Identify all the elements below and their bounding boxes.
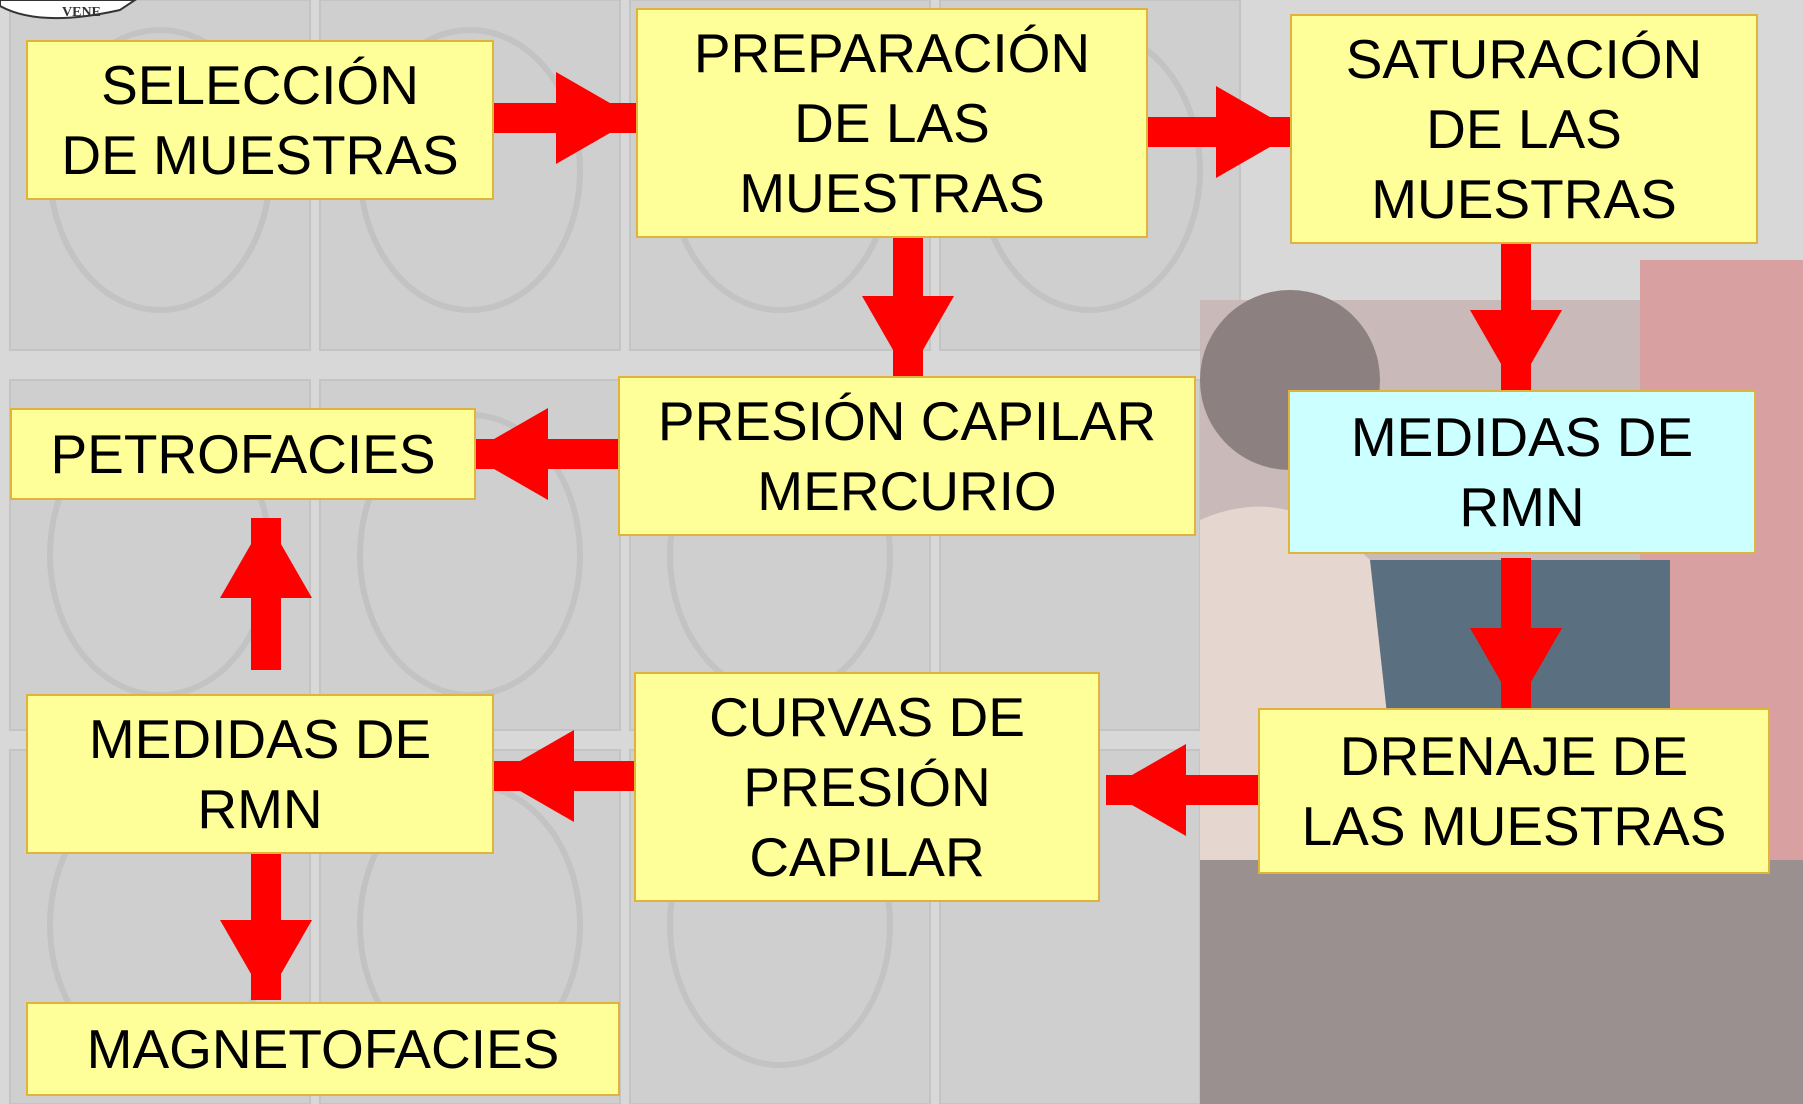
box-line: DE LAS (1426, 98, 1622, 160)
box-line: RMN (1459, 476, 1585, 538)
box-line: MEDIDAS DE (1350, 406, 1694, 468)
box-line: MEDIDAS DE (88, 708, 432, 770)
box-line: SATURACIÓN (1345, 28, 1703, 90)
box-seleccion-de-muestras: SELECCIÓN DE MUESTRAS (26, 40, 494, 200)
box-medidas-de-rmn-2: MEDIDAS DE RMN (26, 694, 494, 854)
box-preparacion-de-las-muestras: PREPARACIÓN DE LAS MUESTRAS (636, 8, 1148, 238)
box-line: PRESIÓN CAPILAR (657, 390, 1157, 452)
box-line: DRENAJE DE (1339, 725, 1689, 787)
box-line: MAGNETOFACIES (86, 1018, 560, 1080)
box-line: PREPARACIÓN (693, 22, 1091, 84)
box-medidas-de-rmn-1: MEDIDAS DE RMN (1288, 390, 1756, 554)
box-line: MUESTRAS (1371, 168, 1677, 230)
box-line: PRESIÓN (743, 756, 991, 818)
box-line: RMN (197, 778, 323, 840)
logo: VENE (0, 0, 137, 20)
box-line: MERCURIO (757, 460, 1057, 522)
box-drenaje-de-las-muestras: DRENAJE DE LAS MUESTRAS (1258, 708, 1770, 874)
box-line: LAS MUESTRAS (1301, 795, 1727, 857)
box-line: DE MUESTRAS (61, 124, 459, 186)
box-saturacion-de-las-muestras: SATURACIÓN DE LAS MUESTRAS (1290, 14, 1758, 244)
logo-text: VENE (62, 5, 101, 20)
box-line: SELECCIÓN (101, 54, 419, 116)
box-magnetofacies: MAGNETOFACIES (26, 1002, 620, 1096)
box-presion-capilar-mercurio: PRESIÓN CAPILAR MERCURIO (618, 376, 1196, 536)
box-petrofacies: PETROFACIES (10, 408, 476, 500)
box-line: PETROFACIES (50, 423, 436, 485)
box-line: CAPILAR (749, 826, 985, 888)
box-line: CURVAS DE (709, 686, 1025, 748)
box-line: MUESTRAS (739, 162, 1045, 224)
box-line: DE LAS (794, 92, 990, 154)
box-curvas-de-presion-capilar: CURVAS DE PRESIÓN CAPILAR (634, 672, 1100, 902)
